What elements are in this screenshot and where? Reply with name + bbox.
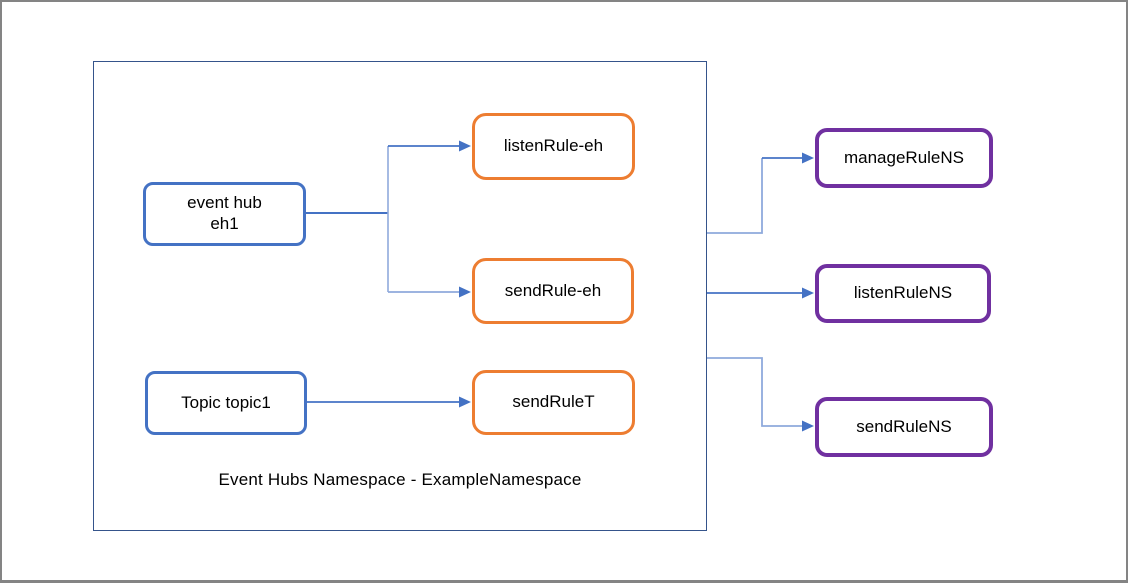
node-topic-topic1: Topic topic1 [145, 371, 307, 435]
node-managerule-ns: manageRuleNS [815, 128, 993, 188]
namespace-label: Event Hubs Namespace - ExampleNamespace [218, 470, 582, 489]
arrowhead-sendrule-ns [802, 420, 814, 432]
connector-ns-to-sendrule-elbow [707, 357, 802, 427]
node-event-hub-eh1: event hub eh1 [143, 182, 306, 246]
node-sendrule-ns: sendRuleNS [815, 397, 993, 457]
arrowhead-listenrule-ns [802, 287, 814, 299]
namespace-container-box: Event Hubs Namespace - ExampleNamespace [93, 61, 707, 531]
node-listenrule-ns: listenRuleNS [815, 264, 991, 323]
node-sendrulet: sendRuleT [472, 370, 635, 435]
connector-ns-to-managerule-elbow [707, 158, 763, 234]
node-listenrule-eh: listenRule-eh [472, 113, 635, 180]
node-sendrule-eh: sendRule-eh [472, 258, 634, 324]
arrowhead-managerule-ns [802, 152, 814, 164]
